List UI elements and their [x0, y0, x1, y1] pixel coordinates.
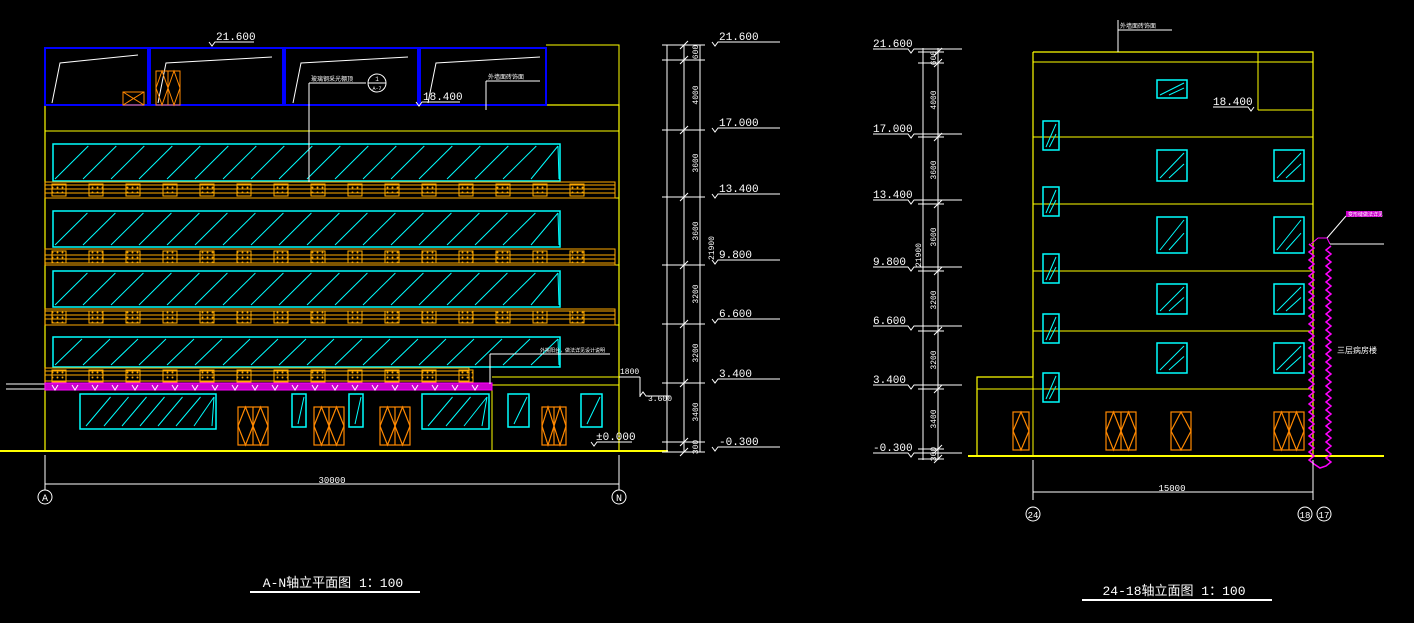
axis-bubble-24 — [1025, 506, 1041, 522]
svg-text:3.600: 3.600 — [648, 395, 672, 404]
svg-text:24: 24 — [1028, 511, 1039, 521]
window-9 — [1273, 342, 1305, 374]
left-dim-5: 3200 — [692, 343, 701, 362]
svg-text:21.600: 21.600 — [719, 32, 759, 44]
note-top: 外墙面砖饰面 — [1120, 22, 1156, 30]
svg-text:1: 1 — [375, 76, 379, 83]
right-dim-3: 3600 — [930, 227, 939, 246]
ribbon-window-4 — [52, 336, 561, 368]
window-13 — [1042, 313, 1060, 344]
left-dim-1: 4000 — [692, 85, 701, 104]
ribbon-window-3 — [52, 270, 561, 308]
svg-text:18.400: 18.400 — [423, 92, 463, 104]
left-dim-3: 3600 — [692, 221, 701, 240]
svg-text:13.400: 13.400 — [873, 190, 913, 202]
right-windows — [1042, 79, 1305, 403]
left-dim-7: 300 — [692, 440, 701, 455]
left-dim-4: 3200 — [692, 284, 701, 303]
window-4 — [1156, 216, 1188, 254]
left-building-outline — [44, 104, 620, 452]
dim-1800: 1800 — [620, 368, 639, 377]
right-dim-total: 21900 — [915, 243, 924, 267]
right-dim-7: 300 — [930, 447, 939, 462]
glass-roof-frames — [44, 47, 547, 106]
window-12 — [1042, 253, 1060, 284]
right-dim-1: 4000 — [930, 90, 939, 109]
svg-text:A-7: A-7 — [372, 86, 381, 92]
svg-text:3.400: 3.400 — [719, 369, 752, 381]
canopy-band — [44, 382, 493, 391]
note-roof: 玻璃钢采光棚顶 — [311, 75, 353, 83]
right-drawing-title: 24-18轴立面图 1：100 — [1102, 584, 1245, 599]
svg-text:±0.000: ±0.000 — [596, 432, 636, 444]
window-2 — [1156, 149, 1188, 182]
right-overall-dim: 15000 — [1158, 484, 1185, 494]
axis-bubble-A — [37, 489, 53, 505]
left-dim-0: 600 — [692, 45, 701, 60]
svg-text:9.800: 9.800 — [873, 257, 906, 269]
note-balcony: 外挑阳台，做法详见设计说明 — [540, 347, 605, 354]
note-parapet: 外墙面砖饰面 — [488, 73, 524, 81]
left-drawing-title: A-N轴立平面图 1：100 — [263, 576, 403, 591]
right-dim-4: 3200 — [930, 290, 939, 309]
window-5 — [1273, 216, 1305, 254]
axis-label-A: A — [42, 494, 48, 505]
window-6 — [1156, 283, 1188, 315]
ground-floor-openings — [79, 393, 603, 430]
ribbon-windows — [52, 143, 561, 368]
left-dim-total: 21900 — [708, 236, 717, 260]
svg-text:18: 18 — [1300, 511, 1311, 521]
svg-text:6.600: 6.600 — [873, 316, 906, 328]
right-dim-6: 3400 — [930, 409, 939, 428]
right-dim-2: 3600 — [930, 160, 939, 179]
window-7 — [1273, 283, 1305, 315]
svg-text:-0.300: -0.300 — [873, 443, 913, 455]
svg-text:17.000: 17.000 — [719, 118, 759, 130]
right-doors — [1012, 410, 1305, 452]
axis-label-N: N — [616, 494, 622, 505]
window-8 — [1156, 342, 1188, 374]
svg-text:3.400: 3.400 — [873, 375, 906, 387]
svg-text:18.400: 18.400 — [1213, 97, 1253, 109]
svg-text:13.400: 13.400 — [719, 184, 759, 196]
svg-text:17: 17 — [1319, 511, 1330, 521]
right-elevation: 变形缝做法详见 三层病房楼 外墙面砖饰面 24 18 17 15000 — [918, 20, 1384, 522]
svg-text:-0.300: -0.300 — [719, 437, 759, 449]
right-dim-0: 600 — [930, 51, 939, 66]
ground-floor-doors — [237, 405, 567, 447]
level-roof-left: 21.600 — [216, 32, 256, 44]
left-dim-6: 3400 — [692, 402, 701, 421]
ribbon-window-1 — [52, 143, 561, 182]
svg-text:17.000: 17.000 — [873, 124, 913, 136]
axis-bubble-N — [611, 489, 627, 505]
left-overall-dim: 30000 — [318, 476, 345, 486]
ribbon-window-2 — [52, 210, 561, 248]
window-1 — [1156, 79, 1188, 99]
window-3 — [1273, 149, 1305, 182]
expansion-joint: 变形缝做法详见 — [1307, 211, 1384, 469]
right-dim-5: 3200 — [930, 350, 939, 369]
svg-text:6.600: 6.600 — [719, 309, 752, 321]
adjacent-building-label: 三层病房楼 — [1337, 345, 1377, 356]
note-joint: 变形缝做法详见 — [1348, 211, 1383, 218]
axis-bubble-17 — [1316, 506, 1332, 522]
right-level-labels: 21.600 17.000 13.400 9.800 6.600 3.400 -… — [873, 39, 1253, 455]
left-dim-2: 3600 — [692, 153, 701, 172]
left-level-labels: 21.600 21.600 17.000 13.400 9.800 6.600 … — [216, 32, 759, 449]
axis-bubble-18 — [1297, 506, 1313, 522]
window-10 — [1042, 120, 1060, 151]
svg-text:9.800: 9.800 — [719, 250, 752, 262]
left-elevation: A N 30000 玻璃钢采光棚顶 1 A-7 外墙面砖饰面 外挑阳台，做法详见… — [0, 40, 705, 505]
window-11 — [1042, 186, 1060, 217]
svg-text:21.600: 21.600 — [873, 39, 913, 51]
window-14 — [1042, 372, 1060, 403]
